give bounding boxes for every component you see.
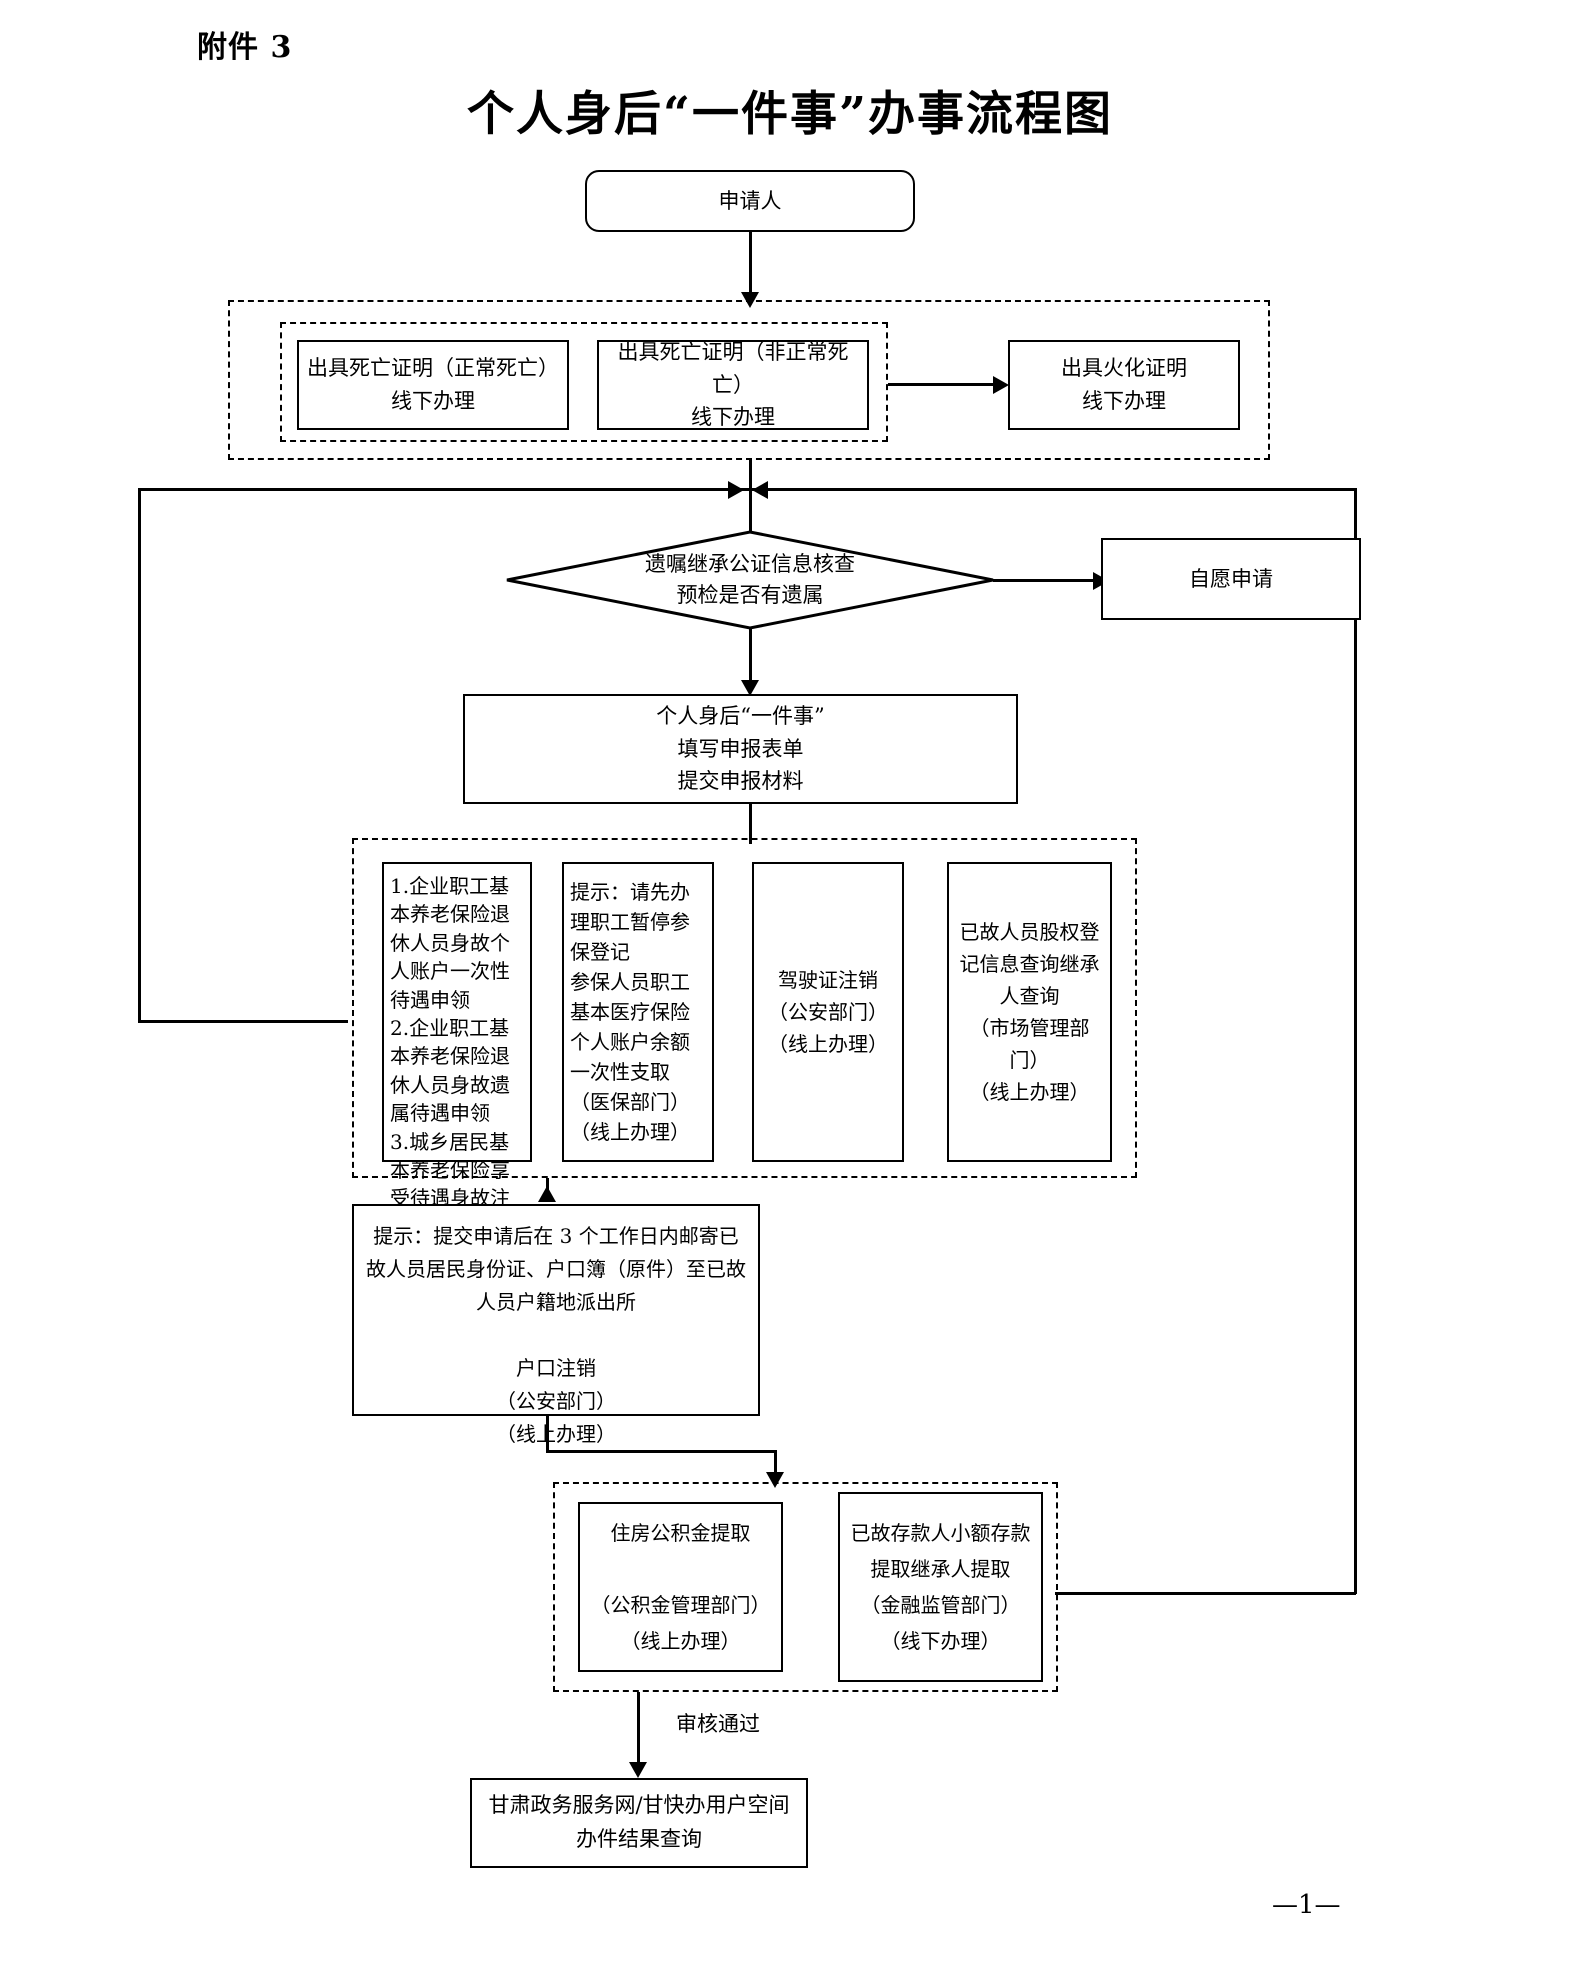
edge-to-fund-group xyxy=(774,1450,777,1480)
node-equity-query-label: 已故人员股权登记信息查询继承人查询 （市场管理部门） （线上办理） xyxy=(959,920,1100,1104)
node-pension-items-label: 1.企业职工基本养老保险退休人员身故个人账户一次性待遇申领 2.企业职工基本养老… xyxy=(390,874,510,1239)
node-household-cancel[interactable]: 提示：提交申请后在 3 个工作日内邮寄已故人员居民身份证、户口簿（原件）至已故人… xyxy=(352,1204,760,1446)
node-driver-license-label: 驾驶证注销 （公安部门） （线上办理） xyxy=(768,968,888,1056)
arrowhead-down-result xyxy=(629,1762,647,1778)
node-small-deposit-label: 已故存款人小额存款提取继承人提取 （金融监管部门） （线下办理） xyxy=(850,1521,1031,1653)
edge-loop-to-decision xyxy=(749,490,752,535)
node-cremation-cert-label: 出具火化证明 线下办理 xyxy=(1061,356,1187,413)
group-frame-death-certs xyxy=(280,322,888,442)
node-housing-fund[interactable]: 住房公积金提取 （公积金管理部门） （线上办理） xyxy=(578,1502,783,1672)
node-pension-items[interactable]: 1.企业职工基本养老保险退休人员身故个人账户一次性待遇申领 2.企业职工基本养老… xyxy=(382,862,532,1239)
page-title: 个人身后“一件事”办事流程图 xyxy=(466,87,1114,142)
node-medical-items[interactable]: 提示：请先办理职工暂停参保登记 参保人员职工基本医疗保险个人账户余额一次性支取 … xyxy=(562,862,714,1162)
node-medical-items-label: 提示：请先办理职工暂停参保登记 参保人员职工基本医疗保险个人账户余额一次性支取 … xyxy=(570,880,690,1144)
group-frame-services xyxy=(352,838,1137,1178)
edge-household-right xyxy=(546,1450,776,1453)
node-death-cert-normal-label: 出具死亡证明（正常死亡） 线下办理 xyxy=(307,356,559,413)
loop-right-bottom-line xyxy=(1055,1592,1356,1595)
loop-top-line xyxy=(138,488,1356,491)
node-equity-query[interactable]: 已故人员股权登记信息查询继承人查询 （市场管理部门） （线上办理） xyxy=(947,862,1112,1162)
loop-left-line xyxy=(138,488,141,1022)
node-applicant[interactable]: 申请人 xyxy=(585,170,915,232)
loop-right-line xyxy=(1354,488,1357,1594)
node-decision[interactable]: 遗嘱继承公证信息核查 预检是否有遗属 xyxy=(505,530,995,630)
node-result-query[interactable]: 甘肃政务服务网/甘快办用户空间办件结果查询 xyxy=(470,1778,808,1868)
group-frame-certificates xyxy=(228,300,1270,460)
node-household-cancel-label: 提示：提交申请后在 3 个工作日内邮寄已故人员居民身份证、户口簿（原件）至已故人… xyxy=(366,1224,746,1446)
node-death-cert-normal[interactable]: 出具死亡证明（正常死亡） 线下办理 xyxy=(297,340,569,430)
edge-decision-to-voluntary xyxy=(993,579,1098,582)
edge-form-to-services xyxy=(749,804,752,844)
node-form-submit[interactable]: 个人身后“一件事” 填写申报表单 提交申报材料 xyxy=(463,694,1018,804)
edge-applicant-to-certs xyxy=(749,232,752,300)
arrowhead-down-form xyxy=(741,680,759,696)
loop-left-bottom-line xyxy=(138,1020,348,1023)
node-death-cert-abnormal[interactable]: 出具死亡证明（非正常死亡） 线下办理 xyxy=(597,340,869,430)
node-driver-license[interactable]: 驾驶证注销 （公安部门） （线上办理） xyxy=(752,862,904,1162)
node-voluntary-application-label: 自愿申请 xyxy=(1189,566,1273,591)
arrowhead-down-fund xyxy=(766,1472,784,1488)
edge-decision-to-form xyxy=(749,628,752,688)
edge-to-cremation xyxy=(888,383,998,386)
arrowhead-right-merge xyxy=(728,481,744,499)
edge-funds-to-result xyxy=(637,1692,640,1770)
node-decision-label: 遗嘱继承公证信息核查 预检是否有遗属 xyxy=(645,551,855,608)
arrowhead-right xyxy=(993,376,1009,394)
edge-household-down xyxy=(546,1416,549,1452)
node-result-query-label: 甘肃政务服务网/甘快办用户空间办件结果查询 xyxy=(488,1793,790,1851)
node-housing-fund-label: 住房公积金提取 （公积金管理部门） （线上办理） xyxy=(590,1521,771,1653)
edge-certs-to-loop xyxy=(749,460,752,490)
arrowhead-left-merge xyxy=(752,481,768,499)
edge-label-approved: 审核通过 xyxy=(672,1708,764,1738)
group-frame-funds xyxy=(553,1482,1058,1692)
node-form-submit-label: 个人身后“一件事” 填写申报表单 提交申报材料 xyxy=(656,704,825,794)
attachment-label: 附件 3 xyxy=(197,30,293,65)
page-number: —1— xyxy=(1272,1890,1341,1920)
node-applicant-label: 申请人 xyxy=(718,188,782,213)
node-small-deposit[interactable]: 已故存款人小额存款提取继承人提取 （金融监管部门） （线下办理） xyxy=(838,1492,1043,1682)
arrowhead-up-household xyxy=(538,1186,556,1202)
node-voluntary-application[interactable]: 自愿申请 xyxy=(1101,538,1361,620)
node-cremation-cert[interactable]: 出具火化证明 线下办理 xyxy=(1008,340,1240,430)
node-death-cert-abnormal-label: 出具死亡证明（非正常死亡） 线下办理 xyxy=(617,340,849,430)
